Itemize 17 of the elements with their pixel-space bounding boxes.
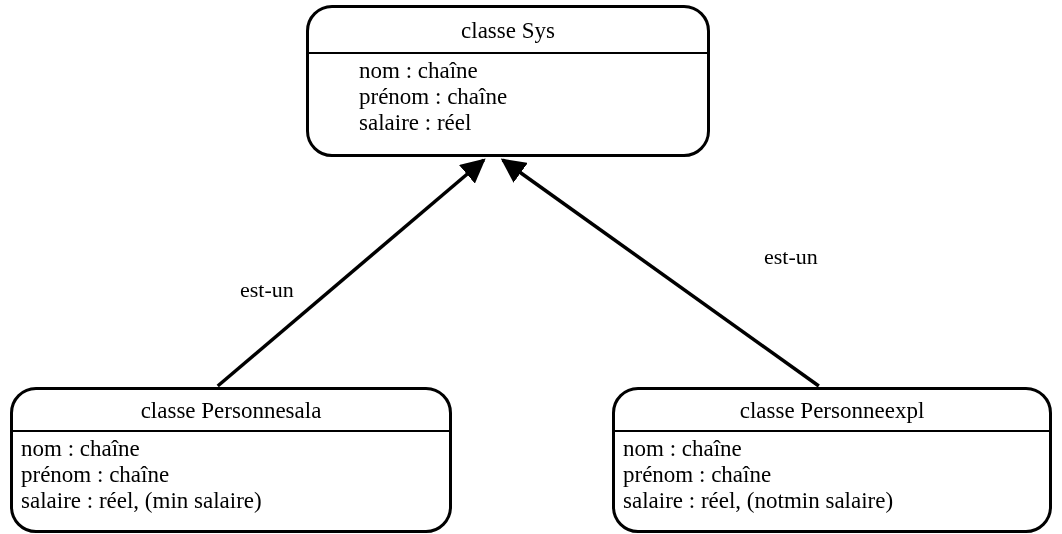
attribute-text: salaire : réel	[359, 110, 473, 136]
attribute-text: prénom : chaîne	[359, 84, 509, 110]
class-box	[10, 387, 452, 533]
attribute-text: nom : chaîne	[623, 436, 743, 462]
attribute-text: nom : chaîne	[21, 436, 141, 462]
attribute-text: prénom : chaîne	[623, 462, 773, 488]
class-name: classe Sys	[461, 18, 555, 42]
class-name: classe Personnesala	[140, 398, 322, 422]
arrow	[500, 158, 820, 388]
attribute-text: nom : chaîne	[359, 58, 479, 84]
arrow	[216, 158, 486, 388]
attribute-text: salaire : réel, (notmin salaire)	[623, 488, 895, 514]
class-name: classe Personneexpl	[739, 398, 925, 422]
class-box	[612, 387, 1052, 533]
attribute-text: salaire : réel, (min salaire)	[21, 488, 263, 514]
class-box	[306, 5, 710, 157]
attribute-text: prénom : chaîne	[21, 462, 171, 488]
